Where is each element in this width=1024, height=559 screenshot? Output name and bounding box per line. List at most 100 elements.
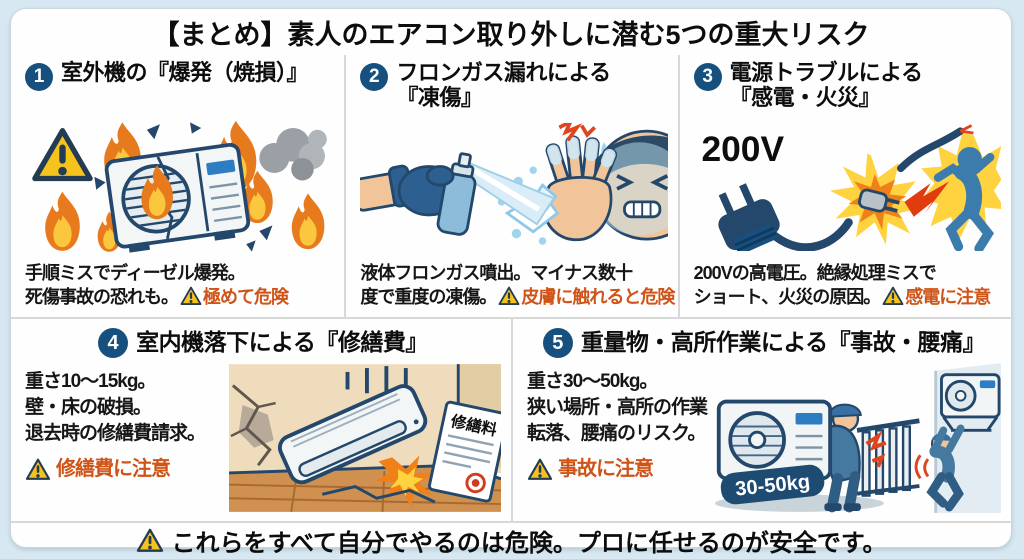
panel-1-header: 1 室外機の『爆発（焼損）』 (25, 60, 334, 111)
gloved-hand-with-spray-can (360, 151, 477, 236)
panel-4-illustration: 修繕料 (229, 363, 501, 513)
panel-electric: 3 電源トラブルによる 『感電・火災』 200V (677, 55, 1011, 317)
power-plug (718, 182, 853, 251)
outdoor-unit (104, 142, 251, 253)
plug-head (857, 188, 888, 213)
strain-spark-icon (865, 430, 887, 452)
footer-text: これらをすべて自分でやるのは危険。プロに任せるのが安全です。 (171, 530, 887, 557)
pain-spark-icon (580, 124, 597, 138)
worker-climbing (926, 424, 965, 512)
burning-outdoor-unit-illustration (25, 120, 327, 253)
smoke-icon (259, 127, 327, 181)
caption-line: 度で重度の凍傷。皮膚に触れると危険 (360, 286, 675, 307)
panel-2-caption: 液体フロンガス噴出。マイナス数十 度で重度の凍傷。皮膚に触れると危険 (360, 262, 675, 309)
stamp-icon (465, 472, 486, 494)
electric-shock-illustration: 200V (701, 123, 1001, 251)
red-bolt-icon (904, 181, 949, 217)
panel-5-illustration: 30-50kg (713, 363, 1002, 513)
electrocuted-person (933, 146, 995, 251)
panel-explosion: 1 室外機の『爆発（焼損）』 (11, 55, 344, 317)
thumb (425, 164, 455, 187)
caption-line: 死傷事故の恐れも。極めて危険 (25, 286, 289, 307)
power-cord (769, 217, 853, 251)
voltage-label: 200V (701, 130, 784, 169)
panel-4-text: 重さ10〜15kg。 壁・床の破損。 退去時の修繕費請求。 修繕費に注意 (25, 363, 223, 513)
warning-label: 修繕費に注意 (56, 457, 171, 480)
panel-5-title: 重量物・高所作業による『事故・腰痛』 (580, 329, 986, 356)
panel-3-caption: 200Vの高電圧。絶縁処理ミスで ショート、火災の原因。感電に注意 (694, 262, 1001, 309)
panel-2-illustration (360, 111, 668, 262)
falling-indoor-unit-illustration: 修繕料 (229, 364, 501, 512)
wall-crack (230, 384, 276, 467)
panel-2-header: 2 フロンガス漏れによる 『凍傷』 (360, 60, 667, 111)
top-row: 1 室外機の『爆発（焼損）』 (11, 55, 1011, 317)
warning-label: 事故に注意 (558, 457, 654, 480)
panel-1-caption: 手順ミスでディーゼル爆発。 死傷事故の恐れも。極めて危険 (25, 262, 334, 309)
warning-triangle-icon (25, 458, 51, 481)
infographic-card: 【まとめ】素人のエアコン取り外しに潜む5つの重大リスク 1 室外機の『爆発（焼損… (10, 8, 1012, 557)
warning-triangle-icon (180, 286, 202, 306)
body-line: 重さ10〜15kg。 (25, 371, 156, 392)
body-line: 転落、腰痛のリスク。 (527, 423, 706, 445)
panel-4-title: 室内機落下による『修繕費』 (136, 329, 428, 356)
body-line: 重さ30〜50kg。 (527, 371, 658, 392)
frayed-cord (896, 123, 974, 172)
debris-icon (94, 121, 273, 252)
warning-triangle-icon (527, 458, 553, 481)
flame-icon (291, 193, 325, 249)
panel-number-badge: 3 (693, 63, 722, 91)
balcony-railing (856, 418, 920, 497)
panel-number-badge: 4 (98, 328, 129, 358)
pain-spark-icon (558, 122, 583, 142)
unit-label (206, 159, 236, 175)
body-line: 壁・床の破損。 (25, 397, 152, 419)
heavy-lifting-illustration: 30-50kg (714, 363, 1002, 513)
spray-nozzle (457, 151, 473, 168)
warning-label: 感電に注意 (905, 286, 991, 307)
spray-stream (466, 163, 541, 212)
panel-5-header: 5 重量物・高所作業による『事故・腰痛』 (527, 323, 1001, 363)
panel-3-illustration: 200V (694, 111, 1001, 262)
floor-crack (321, 485, 436, 504)
body-line: 退去時の修繕費請求。 (25, 423, 206, 445)
panel-2-title: フロンガス漏れによる 『凍傷』 (396, 60, 611, 110)
strain-spark-icon (871, 453, 886, 468)
worker-carrying (811, 403, 862, 513)
panel-4-body: 重さ10〜15kg。 壁・床の破損。 退去時の修繕費請求。 修繕費に注意 (25, 363, 501, 513)
caption-line: 手順ミスでディーゼル爆発。 (25, 263, 246, 284)
panel-4-warning: 修繕費に注意 (25, 456, 223, 484)
spark-starburst (829, 153, 923, 245)
weight-badge: 30-50kg (720, 464, 825, 505)
panel-1-title: 室外機の『爆発（焼損）』 (61, 60, 309, 85)
panel-3-header: 3 電源トラブルによる 『感電・火災』 (693, 60, 1001, 111)
warning-label: 皮膚に触れると危険 (521, 286, 675, 307)
warning-triangle-icon (882, 286, 904, 306)
panel-heavy-work: 5 重量物・高所作業による『事故・腰痛』 重さ30〜50kg。 狭い場所・高所の… (511, 319, 1011, 521)
panel-1-illustration (25, 111, 334, 262)
panel-3-title: 電源トラブルによる 『感電・火災』 (729, 60, 923, 110)
body-line: 狭い場所・高所の作業 (527, 397, 708, 419)
footer-warning: これらをすべて自分でやるのは危険。プロに任せるのが安全です。 (11, 521, 1011, 558)
flame-icon (45, 191, 80, 251)
panel-5-warning: 事故に注意 (527, 456, 707, 484)
panel-number-badge: 2 (360, 63, 389, 91)
warning-triangle-icon (498, 286, 520, 306)
warning-label: 極めて危険 (203, 286, 289, 307)
panel-5-text: 重さ30〜50kg。 狭い場所・高所の作業 転落、腰痛のリスク。 事故に注意 (527, 363, 708, 513)
panel-number-badge: 5 (542, 328, 573, 358)
panel-4-header: 4 室内機落下による『修繕費』 (25, 323, 501, 363)
warning-triangle-icon (136, 528, 164, 553)
panel-5-body: 重さ30〜50kg。 狭い場所・高所の作業 転落、腰痛のリスク。 事故に注意 (527, 363, 1002, 513)
wobble-arcs (914, 454, 930, 480)
wall-mounted-unit (940, 373, 1001, 432)
page-title: 【まとめ】素人のエアコン取り外しに潜む5つの重大リスク (152, 19, 870, 50)
panel-indoor-unit-fall: 4 室内機落下による『修繕費』 重さ10〜15kg。 壁・床の破損。 退去時の修… (11, 319, 511, 521)
panel-number-badge: 1 (25, 63, 53, 91)
caption-line: ショート、火災の原因。感電に注意 (693, 286, 991, 307)
bottom-row: 4 室内機落下による『修繕費』 重さ10〜15kg。 壁・床の破損。 退去時の修… (11, 317, 1011, 521)
indoor-unit (277, 384, 428, 485)
wall-mounted-scene (914, 363, 1002, 513)
caption-line: 液体フロンガス噴出。マイナス数十 (360, 263, 633, 284)
gas-spray-frostbite-illustration (360, 122, 668, 245)
caption-line: 200Vの高電圧。絶縁処理ミスで (693, 263, 937, 284)
